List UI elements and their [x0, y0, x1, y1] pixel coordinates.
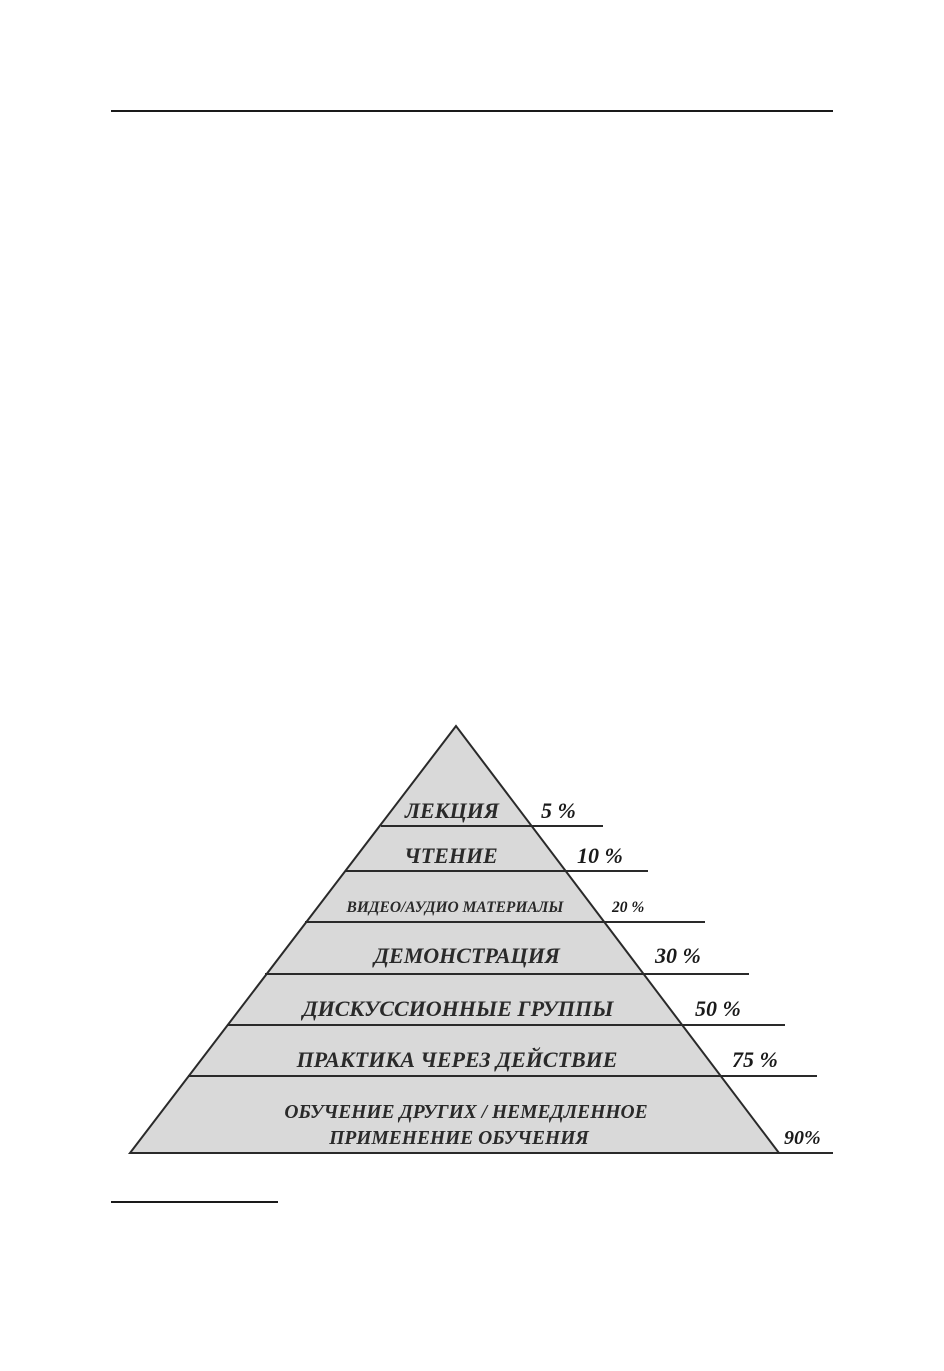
header-rule	[111, 110, 833, 112]
level-label-lecture: ЛЕКЦИЯ	[404, 798, 500, 823]
level-label-video-audio: ВИДЕО/АУДИО МАТЕРИАЛЫ	[346, 899, 565, 916]
percent-discussion-groups: 50 %	[695, 996, 741, 1021]
percent-lecture: 5 %	[541, 798, 576, 823]
level-label-practice: ПРАКТИКА ЧЕРЕЗ ДЕЙСТВИЕ	[296, 1047, 618, 1072]
percent-teaching-others: 90%	[784, 1127, 821, 1149]
level-label-reading: ЧТЕНИЕ	[404, 843, 497, 868]
level-label-teaching-others-line2: ПРИМЕНЕНИЕ ОБУЧЕНИЯ	[328, 1128, 589, 1149]
percent-demonstration: 30 %	[654, 943, 701, 968]
percent-video-audio: 20 %	[611, 899, 644, 916]
percent-reading: 10 %	[577, 843, 623, 868]
percent-practice: 75 %	[732, 1047, 778, 1072]
level-label-teaching-others-line1: ОБУЧЕНИЕ ДРУГИХ / НЕМЕДЛЕННОЕ	[284, 1102, 647, 1123]
level-label-discussion-groups: ДИСКУССИОННЫЕ ГРУППЫ	[301, 996, 615, 1021]
pyramid-shape	[127, 724, 782, 1154]
level-label-demonstration: ДЕМОНСТРАЦИЯ	[372, 943, 561, 968]
footnote-rule	[111, 1201, 278, 1203]
